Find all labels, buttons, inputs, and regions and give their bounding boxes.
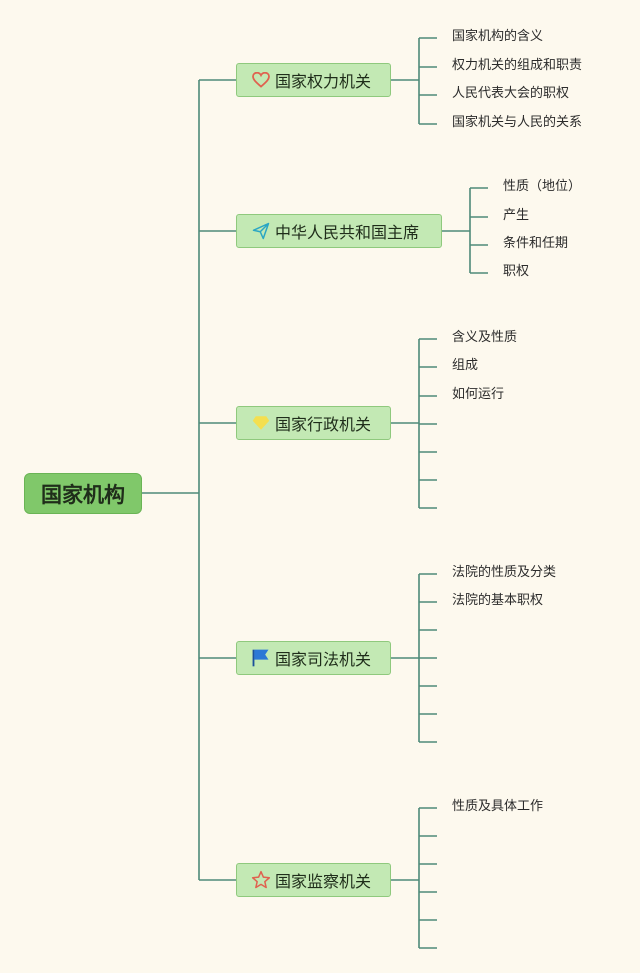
branch-label: 国家权力机关 — [275, 72, 372, 91]
branch-label: 中华人民共和国主席 — [275, 223, 420, 242]
branch-node[interactable]: 国家权力机关 — [236, 63, 391, 97]
leaf-node[interactable]: 含义及性质 — [452, 330, 518, 345]
star-icon — [251, 870, 271, 890]
leaf-node[interactable]: 人民代表大会的职权 — [452, 86, 570, 101]
leaf-node[interactable]: 产生 — [503, 208, 530, 223]
leaf-node[interactable]: 如何运行 — [452, 387, 505, 402]
leaf-node[interactable]: 国家机构的含义 — [452, 29, 544, 44]
leaf-node[interactable]: 法院的基本职权 — [452, 593, 544, 608]
leaf-node[interactable]: 条件和任期 — [503, 236, 569, 251]
flag-icon — [251, 648, 271, 668]
root-node[interactable]: 国家机构 — [24, 473, 142, 514]
leaf-node[interactable]: 国家机关与人民的关系 — [452, 115, 583, 130]
leaf-node[interactable]: 法院的性质及分类 — [452, 565, 557, 580]
leaf-node[interactable]: 组成 — [452, 358, 479, 373]
gem-icon — [251, 413, 271, 433]
paper-plane-icon — [251, 221, 271, 241]
heart-icon — [251, 70, 271, 90]
branch-node[interactable]: 中华人民共和国主席 — [236, 214, 442, 248]
branch-label: 国家司法机关 — [275, 650, 372, 669]
root-label: 国家机构 — [41, 482, 125, 507]
leaf-node[interactable]: 性质（地位） — [503, 179, 582, 194]
branch-node[interactable]: 国家行政机关 — [236, 406, 391, 440]
leaf-node[interactable]: 职权 — [503, 264, 530, 279]
branch-node[interactable]: 国家司法机关 — [236, 641, 391, 675]
branch-node[interactable]: 国家监察机关 — [236, 863, 391, 897]
branch-label: 国家行政机关 — [275, 415, 372, 434]
branch-label: 国家监察机关 — [275, 872, 372, 891]
leaf-node[interactable]: 性质及具体工作 — [452, 799, 544, 814]
leaf-node[interactable]: 权力机关的组成和职责 — [452, 58, 583, 73]
